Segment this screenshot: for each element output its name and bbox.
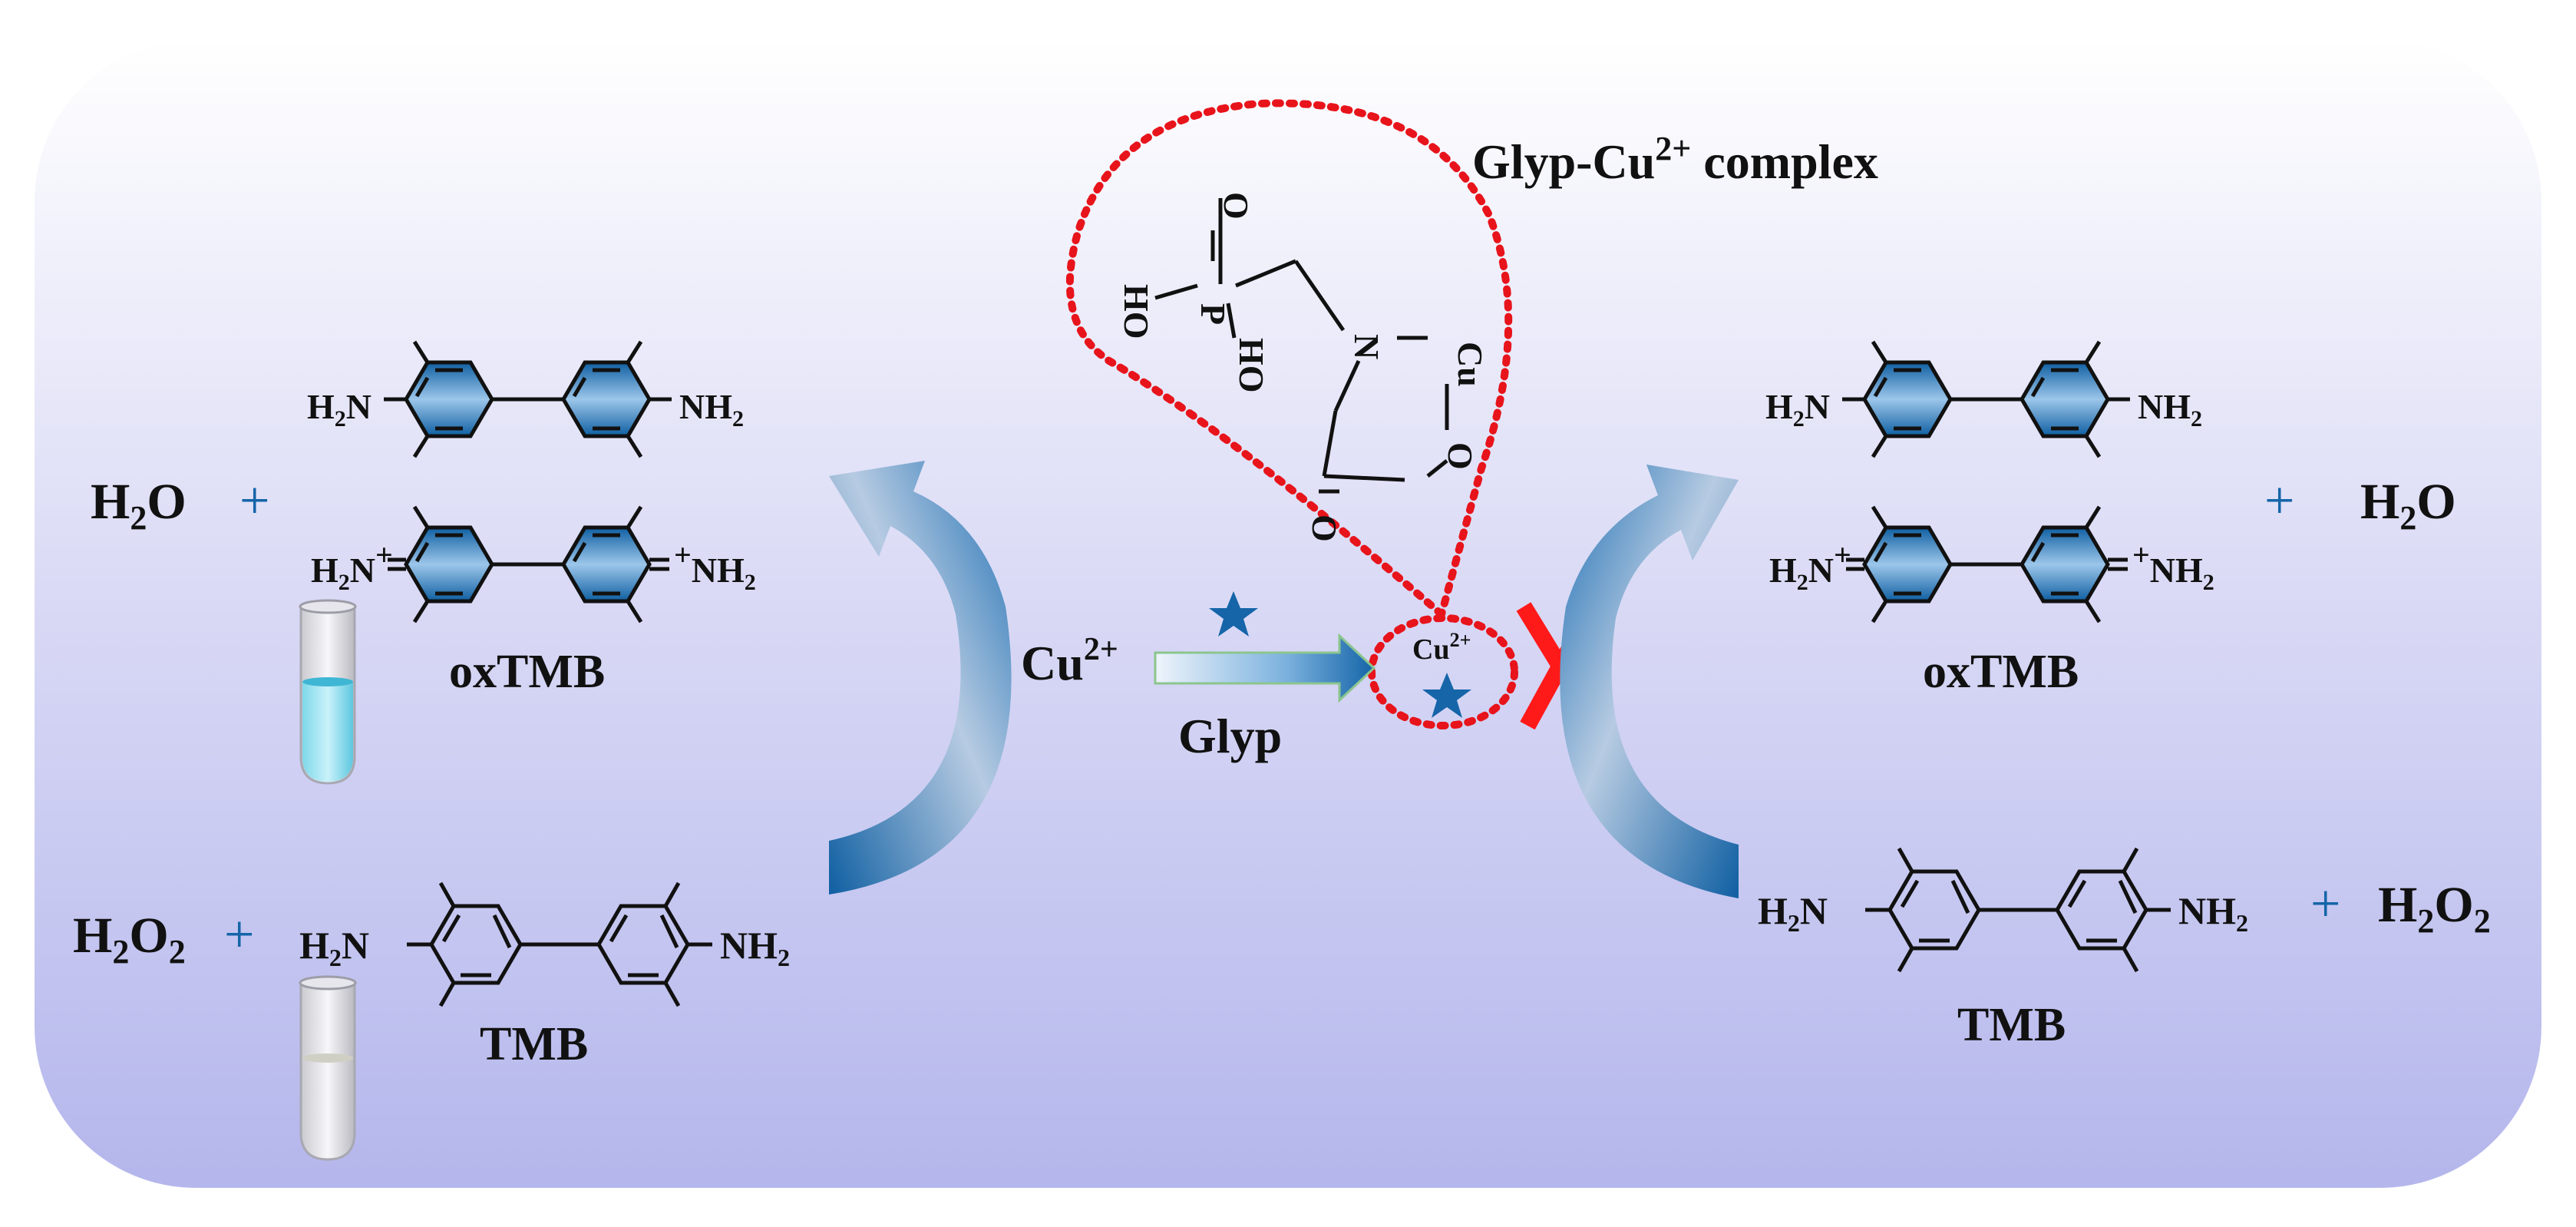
clear-test-tube [299,975,357,1161]
amine-left-2: H2N [1765,387,1830,432]
svg-text:HO: HO [1117,284,1156,339]
left-curved-arrow [829,461,1012,895]
svg-text:P: P [1194,303,1233,325]
left-plus-1: + [239,471,269,531]
center-cu-label: Cu2+ [1021,632,1118,690]
glyp-atom-labels: O P HO HO N Cu O O [1117,192,1490,542]
small-cu-label: Cu2+ [1412,629,1471,666]
iminium-left-2: H2N+ [1769,537,1851,595]
left-tmb-molecule: H2N NH2 [299,881,790,1007]
right-peroxide: H2O2 [2378,877,2491,940]
svg-text:O: O [1441,442,1480,470]
glyp-cu-structure [1154,198,1449,494]
svg-text:O: O [1305,514,1344,542]
blue-test-tube [299,599,357,785]
cu-site-outline [1368,614,1518,729]
svg-text:O: O [1217,192,1256,220]
tmb-amine-left: H2N [299,924,369,971]
complex-label: Glyp-Cu2+ complex [1472,130,1878,189]
center-reaction-arrow [1154,633,1376,703]
right-curved-arrow [1560,465,1739,898]
iminium-left-1: H2N+ [311,537,393,595]
left-water: H2O [91,474,187,537]
left-peroxide: H2O2 [73,908,186,971]
left-oxtmb-molecule: H2N NH2 [307,340,744,458]
right-oxtmb-molecule: H2N NH2 [1765,340,2202,458]
tmb-amine-right: NH2 [720,924,790,971]
left-oxtmb-label: oxTMB [449,646,605,698]
amine-right-2: NH2 [2138,387,2202,432]
amine-left-1: H2N [307,387,372,432]
tmb-amine-left-2: H2N [1758,889,1828,937]
tmb-amine-right-2: NH2 [2178,889,2248,937]
left-tmb-label: TMB [480,1018,588,1070]
center-glyp-label: Glyp [1178,709,1282,763]
left-oxtmb-diimine: H2N+ +NH2 [311,505,756,623]
right-water: H2O [2360,474,2456,537]
svg-text:N: N [1347,334,1386,359]
right-tmb-label: TMB [1957,999,2066,1051]
left-plus-2: + [224,905,254,964]
iminium-right-2: +NH2 [2132,537,2214,595]
svg-text:Cu: Cu [1451,342,1490,387]
complex-outline [1065,99,1513,621]
amine-right-1: NH2 [679,387,744,432]
svg-text:HO: HO [1232,338,1271,393]
right-plus-1: + [2264,471,2294,531]
background-panel [35,40,2541,1188]
right-oxtmb-label: oxTMB [1923,646,2079,698]
right-tmb-molecule: H2N NH2 [1758,847,2248,973]
right-plus-2: + [2310,875,2340,934]
right-oxtmb-diimine: H2N+ +NH2 [1769,505,2214,623]
iminium-right-1: +NH2 [674,537,756,595]
